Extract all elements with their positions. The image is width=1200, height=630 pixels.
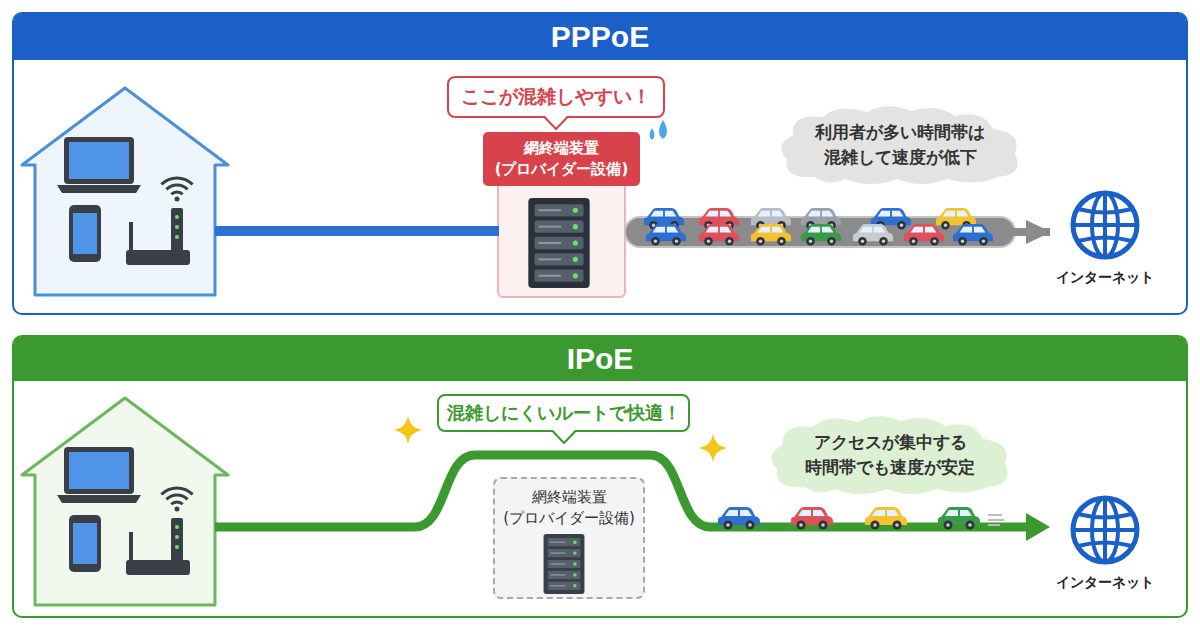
car-icon — [699, 208, 739, 229]
connector-layer — [640, 232, 1050, 233]
equipment-label: 網終端装置 (プロバイダー設備) — [495, 487, 643, 529]
globe-icon — [1073, 193, 1137, 257]
house-outline — [22, 398, 228, 605]
globe-icon — [1073, 498, 1137, 562]
callout-bubble: ここが混雑しやすい！ — [447, 76, 665, 118]
car-icon — [938, 507, 980, 530]
sweat-drop — [650, 128, 655, 140]
callout-tail — [545, 116, 567, 130]
note-cloud: 利用者が多い時間帯は 混雑して速度が低下 — [775, 103, 1025, 187]
cloud-shape — [781, 106, 1017, 184]
car-icon — [791, 507, 833, 530]
car-icon — [699, 224, 739, 245]
cloud-shape — [765, 413, 1015, 497]
traffic — [644, 208, 1004, 530]
car-icon — [936, 208, 976, 229]
car-icon — [644, 208, 684, 229]
cloud-shape — [771, 416, 1007, 494]
speed-line — [988, 524, 1000, 526]
car-icon — [801, 208, 841, 229]
car-icon — [718, 507, 760, 530]
callout-bubble: 混雑しにくいルートで快適！ — [437, 394, 690, 432]
car-icon — [646, 224, 686, 245]
speed-line — [988, 514, 1002, 516]
access-line — [215, 226, 499, 236]
road-band — [625, 217, 1015, 247]
callout-tail — [553, 430, 575, 443]
panel-title: PPPoE — [14, 14, 1186, 60]
note-text: 利用者が多い時間帯は 混雑して速度が低下 — [775, 120, 1025, 169]
sparkle — [699, 434, 727, 462]
route-arrowhead — [1026, 513, 1050, 541]
equipment-label: 網終端装置 (プロバイダー設備) — [483, 132, 640, 186]
car-icon — [871, 208, 911, 229]
sparkle — [394, 416, 422, 444]
equipment-box: 網終端装置 (プロバイダー設備) — [483, 132, 640, 298]
home-devices — [57, 137, 193, 265]
server-icon — [544, 534, 585, 594]
callout-tail — [545, 116, 567, 129]
callout-text: 混雑しにくいルートで快適！ — [447, 401, 681, 425]
callout-tail — [553, 430, 575, 444]
car-icon — [751, 224, 791, 245]
internet-node: インターネット — [1050, 482, 1160, 592]
server-icon — [528, 198, 589, 288]
callout-tail — [553, 432, 575, 444]
speed-line — [988, 519, 1004, 521]
network-panel: IPoE 混雑しにくいルートで快適！ 網終端装置 (プロバイダー設備) アクセスが集中… — [12, 335, 1188, 618]
sweat-drop — [659, 120, 667, 139]
panel-title: IPoE — [14, 337, 1186, 381]
note-cloud: アクセスが集中する 時間帯でも速度が安定 — [765, 413, 1015, 497]
internet-node: インターネット — [1050, 177, 1160, 287]
illustration — [22, 88, 1137, 605]
car-icon — [904, 224, 944, 245]
bypass-route — [215, 455, 1030, 527]
car-icon — [953, 224, 993, 245]
car-icon — [853, 224, 893, 245]
internet-label: インターネット — [1040, 574, 1170, 592]
cloud-shape — [775, 103, 1025, 187]
home-devices — [57, 447, 193, 575]
house-outline — [22, 88, 228, 295]
car-icon — [751, 208, 791, 229]
network-panel: PPPoE ここが混雑しやすい！ 網終端装置 (プロバイダー設備) 利用者が多い時間帯… — [12, 12, 1188, 315]
callout-tail — [545, 118, 567, 130]
note-text: アクセスが集中する 時間帯でも速度が安定 — [765, 430, 1015, 479]
car-icon — [801, 224, 841, 245]
car-icon — [865, 507, 907, 530]
connector-arrow — [640, 228, 1050, 236]
bypassed-equipment-box: 網終端装置 (プロバイダー設備) — [493, 477, 645, 599]
internet-label: インターネット — [1040, 269, 1170, 287]
callout-text: ここが混雑しやすい！ — [461, 84, 651, 110]
